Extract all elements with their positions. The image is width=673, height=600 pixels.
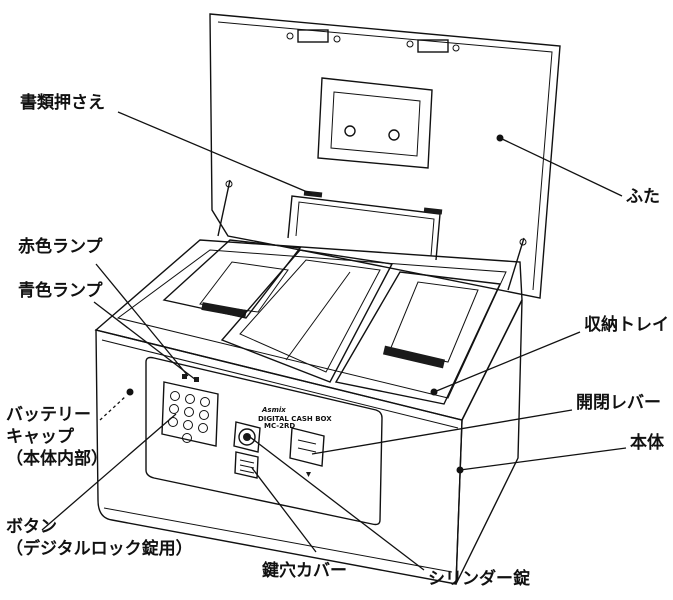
cylinder-lock [233, 421, 261, 453]
label-battery-line2: キャップ [6, 426, 75, 447]
label-blue-lamp: 青色ランプ [18, 280, 103, 301]
label-cylinder-lock: シリンダー錠 [428, 568, 530, 589]
storage-tray [334, 271, 502, 405]
label-button-line2: （デジタルロック錠用） [6, 538, 193, 559]
lid [209, 13, 561, 299]
box-body [94, 239, 523, 585]
keyhole-cover [234, 451, 259, 479]
red-lamp-light [182, 374, 187, 379]
label-red-lamp: 赤色ランプ [18, 236, 103, 257]
blue-lamp-light [194, 377, 199, 382]
open-close-lever [289, 427, 325, 477]
document-holder [287, 190, 443, 261]
label-body: 本体 [630, 432, 665, 453]
label-open-lever: 開閉レバー [576, 393, 661, 413]
model-line1: DIGITAL CASH BOX [258, 415, 332, 423]
label-lid: ふた [626, 187, 660, 207]
label-storage-tray: 収納トレイ [584, 314, 669, 335]
label-document-holder: 書類押さえ [20, 92, 105, 113]
label-battery-line3: （本体内部） [6, 448, 108, 469]
label-group: 書類押さえ ふた 赤色ランプ 青色ランプ 収納トレイ 開閉レバー 本体 バッテリ… [6, 92, 669, 589]
label-key-cover: 鍵穴カバー [262, 560, 347, 581]
left-bill-tray [162, 239, 302, 319]
front-panel: Asmix DIGITAL CASH BOX MC-2RD [145, 356, 383, 526]
label-button-line1: ボタン [6, 517, 57, 537]
keypad [161, 381, 219, 447]
leader-lines [41, 111, 627, 571]
coin-tray [220, 249, 394, 383]
lid-lock-plate [317, 77, 433, 169]
brand-label: Asmix [261, 406, 286, 414]
model-line2: MC-2RD [264, 422, 295, 430]
label-battery-line1: バッテリー [6, 405, 91, 425]
